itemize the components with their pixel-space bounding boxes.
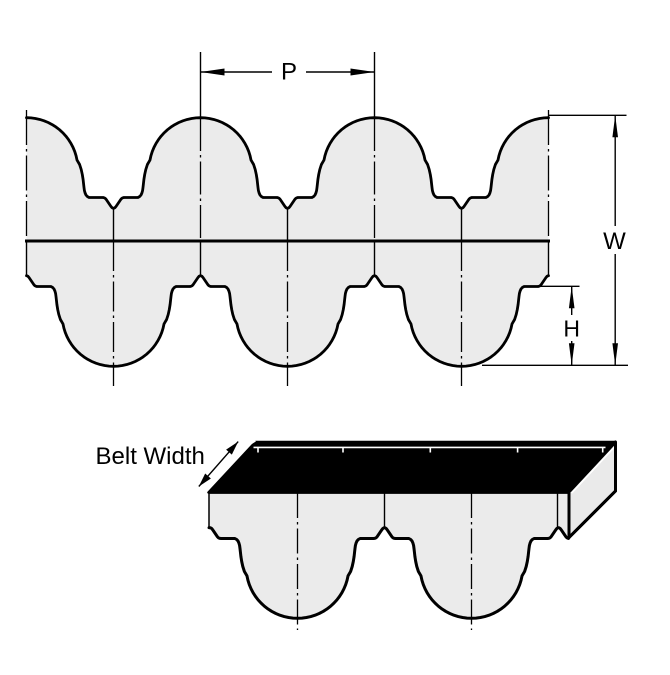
svg-text:H: H xyxy=(563,315,580,341)
svg-text:Belt Width: Belt Width xyxy=(96,443,205,470)
svg-text:P: P xyxy=(281,58,297,85)
svg-text:W: W xyxy=(603,228,626,255)
